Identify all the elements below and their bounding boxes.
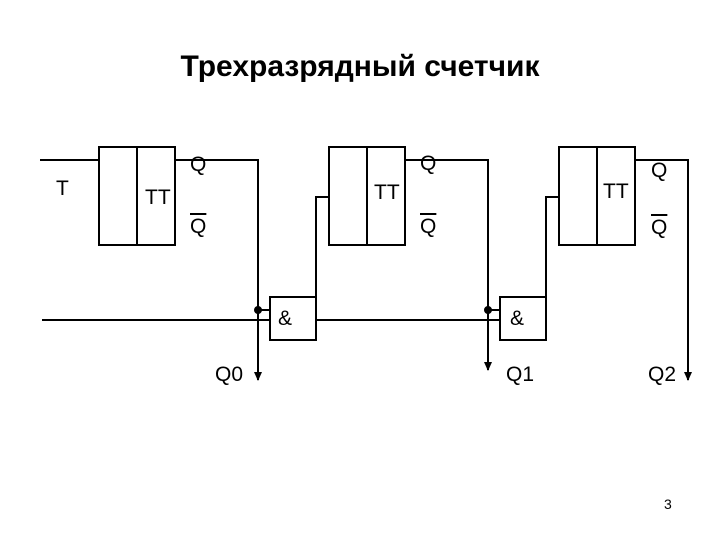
wire-gate2-to-trigger3 <box>545 196 559 320</box>
page-number: 3 <box>664 496 672 512</box>
trigger-1-type-label: TT <box>145 186 171 209</box>
output-q0-label: Q0 <box>215 363 244 386</box>
input-t-label: T <box>56 177 69 200</box>
and-gate-1-box <box>269 296 317 341</box>
trigger-1-qbar-label: Q <box>190 215 207 238</box>
junction-q1 <box>484 306 492 314</box>
wire-gate1-to-trigger2 <box>315 196 329 320</box>
wire-q2 <box>635 159 692 381</box>
and-gate-2-label: & <box>510 307 525 330</box>
trigger-2-type-label: TT <box>374 181 400 204</box>
trigger-3-type-label: TT <box>603 180 629 203</box>
output-q1-label: Q1 <box>506 363 535 386</box>
output-q2-label: Q2 <box>648 363 677 386</box>
slide-title: Трехразрядный счетчик <box>180 50 540 83</box>
junction-q0 <box>254 306 262 314</box>
wire-q0 <box>175 159 262 381</box>
wire-q1 <box>405 159 492 371</box>
trigger-3-qbar-label: Q <box>651 216 668 239</box>
trigger-2-q-label: Q <box>420 152 437 175</box>
trigger-3-q-label: Q <box>651 159 668 182</box>
trigger-2-qbar-label: Q <box>420 215 437 238</box>
and-gate-1-label: & <box>278 307 293 330</box>
trigger-1-q-label: Q <box>190 153 207 176</box>
